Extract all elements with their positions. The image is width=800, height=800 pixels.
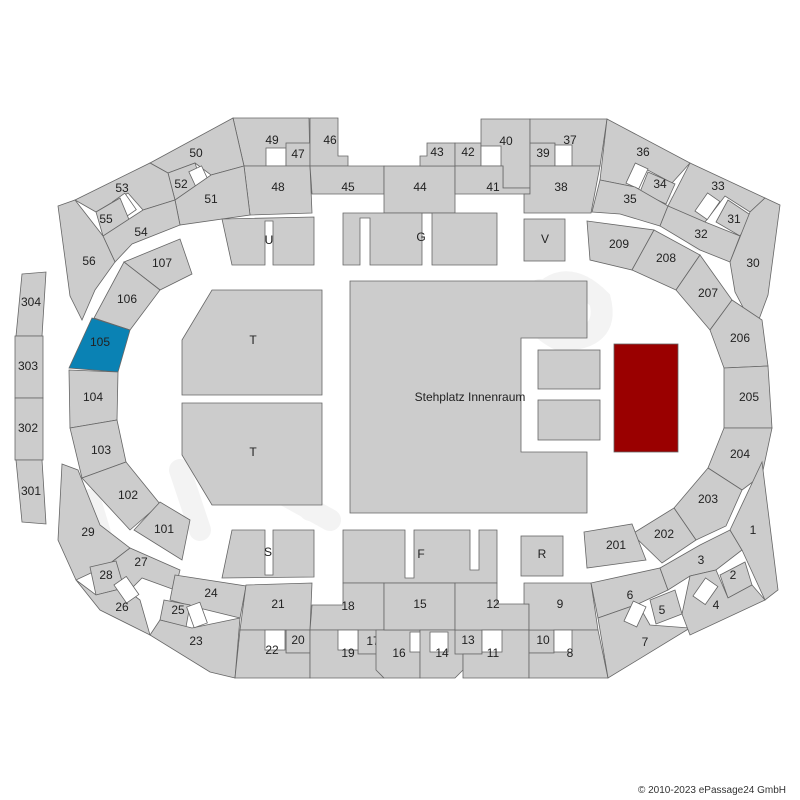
copyright-notice: © 2010-2023 ePassage24 GmbH	[637, 785, 786, 796]
floor-platform-lower	[537, 399, 601, 441]
stage-block	[613, 343, 679, 453]
section-104[interactable]: 104	[68, 369, 119, 429]
section-304[interactable]: 304	[15, 271, 47, 337]
section-201[interactable]: 201	[583, 523, 647, 569]
section-303[interactable]: 303	[14, 335, 44, 399]
section-45[interactable]: 45	[309, 165, 385, 195]
section-S[interactable]: S	[221, 529, 315, 579]
section-39[interactable]: 39	[529, 142, 556, 167]
section-U[interactable]: U	[221, 216, 315, 266]
svg-text:U: U	[265, 233, 274, 247]
section-15[interactable]: 15	[383, 582, 456, 631]
section-G[interactable]: G	[342, 212, 498, 266]
section-302[interactable]: 302	[14, 397, 44, 461]
section-43[interactable]: 43	[419, 142, 456, 167]
section-38[interactable]: 38	[523, 165, 601, 214]
section-20[interactable]: 20	[285, 629, 311, 654]
section-10[interactable]: 10	[528, 629, 555, 654]
section-44[interactable]: 44	[383, 165, 456, 214]
section-R[interactable]: R	[520, 535, 564, 577]
section-T-upper[interactable]: T	[181, 289, 323, 396]
section-21[interactable]: 21	[239, 582, 313, 631]
section-50[interactable]: 50	[149, 117, 245, 176]
section-12[interactable]: 12	[454, 582, 530, 631]
section-42[interactable]: 42	[454, 142, 482, 167]
section-46[interactable]: 46	[309, 117, 349, 167]
section-F[interactable]: F	[342, 529, 498, 584]
section-47[interactable]: 47	[285, 142, 311, 167]
floor-platform-upper	[537, 349, 601, 390]
section-T-lower[interactable]: T	[181, 402, 323, 506]
section-23[interactable]: 23	[149, 601, 241, 679]
section-V[interactable]: V	[523, 218, 566, 262]
section-18[interactable]: 18	[309, 582, 385, 631]
section-205[interactable]: 205	[723, 365, 773, 429]
section-301[interactable]: 301	[15, 459, 47, 525]
section-13[interactable]: 13	[454, 629, 483, 655]
section-9[interactable]: 9	[523, 582, 599, 631]
section-stehplatz-innenraum[interactable]: Stehplatz Innenraum	[349, 280, 588, 514]
section-48[interactable]: 48	[243, 165, 313, 216]
